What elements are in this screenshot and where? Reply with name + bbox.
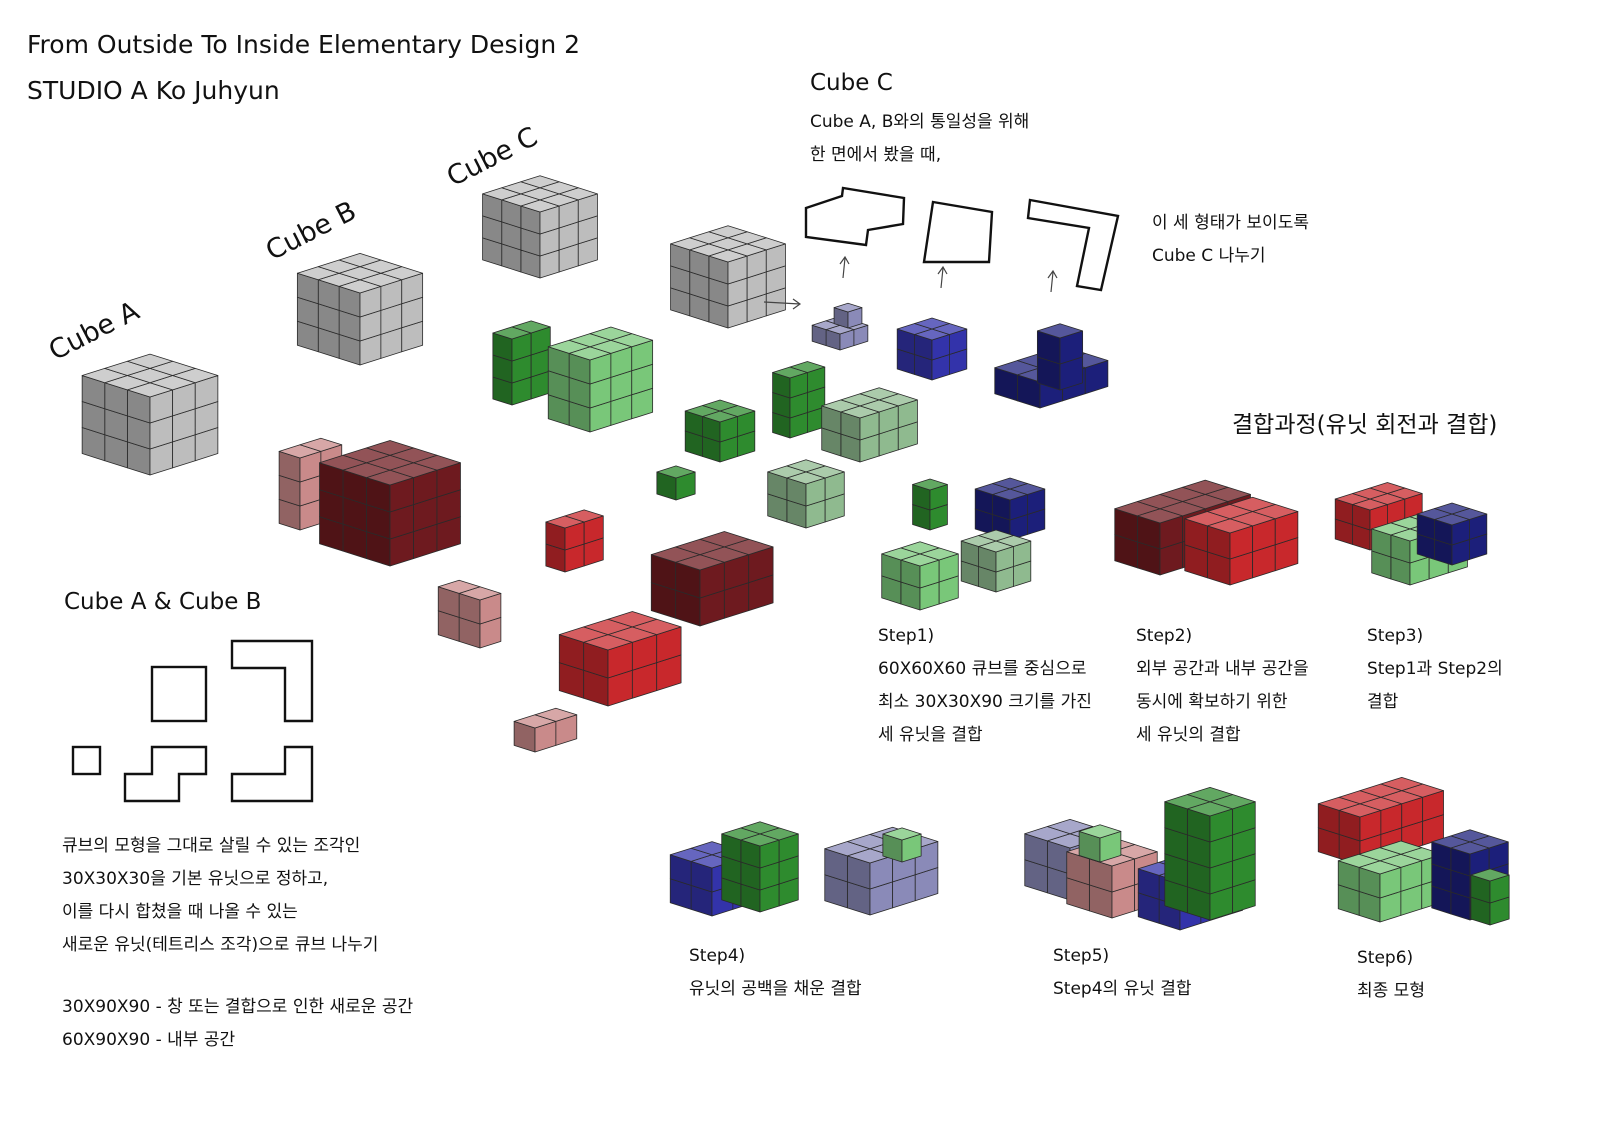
step3-red-cell <box>1369 482 1406 494</box>
step5-line1: Step4의 유닛 결합 <box>1053 979 1192 999</box>
arrow-up-1 <box>839 255 850 279</box>
cube-c-heading: Cube C <box>810 70 893 96</box>
red-main-cell <box>607 611 658 628</box>
cube-c-hollow-cell <box>708 225 748 239</box>
step6-green-cell <box>1379 840 1423 855</box>
step1-line3: 세 유닛을 결합 <box>878 725 983 745</box>
cube-ab-profile-square <box>150 665 208 723</box>
green-f-cell <box>859 387 899 401</box>
cube-ab-dim-line1: 30X90X90 - 창 또는 결합으로 인한 새로운 공간 <box>62 997 414 1017</box>
cube-ab-desc-line3: 이를 다시 합쳤을 때 나올 수 있는 <box>62 902 298 922</box>
cube-ab-profile-small-square <box>71 745 102 776</box>
isometric-blocks <box>81 175 1510 931</box>
red-dark-2-cell <box>699 531 750 548</box>
step5-green-top-cell <box>1078 824 1122 839</box>
step2-line1: 외부 공간과 내부 공간을 <box>1136 659 1309 679</box>
arrow-up-2 <box>937 265 948 289</box>
step1-line1: 60X60X60 큐브를 중심으로 <box>878 659 1087 679</box>
red-small-cell <box>534 707 578 722</box>
step3-line2: 결합 <box>1367 692 1399 712</box>
step5-lavender-cell <box>1046 819 1094 835</box>
cube-ab-desc-line2: 30X30X30을 기본 유닛으로 정하고, <box>62 869 329 889</box>
step2-red-cell <box>1229 496 1276 512</box>
cube-a-cell <box>126 353 174 369</box>
step6-red-cell <box>1380 777 1424 791</box>
green-e-cell <box>789 361 826 373</box>
cube-c-cell <box>520 175 560 189</box>
cube-ab-desc-line4: 새로운 유닛(테트리스 조각)으로 큐브 나누기 <box>62 935 379 955</box>
red-l-cell <box>564 509 604 523</box>
step1-green-l-cell <box>900 541 940 555</box>
step6-green-2-cell <box>1470 868 1510 882</box>
step6-label: Step6) <box>1357 948 1414 968</box>
step2-dark-cell <box>1182 479 1229 495</box>
step6-navy-cell <box>1450 829 1490 843</box>
step2-line2: 동시에 확보하기 위한 <box>1136 692 1288 712</box>
step3-navy-cell <box>1434 502 1470 515</box>
studio-author: STUDIO A Ko Juhyun <box>27 76 280 105</box>
cube-c-note-line2: 한 면에서 봤을 때, <box>810 145 942 165</box>
project-title: From Outside To Inside Elementary Design… <box>27 30 581 59</box>
cube-ab-profile-corner-shape <box>230 745 314 803</box>
step1-navy-cell <box>992 477 1028 490</box>
step1-green-col-cell <box>912 478 948 491</box>
arrow-right <box>763 298 802 310</box>
red-pink-cell <box>299 437 343 452</box>
step5-green-tall-cell <box>1186 787 1234 803</box>
step6-line1: 최종 모형 <box>1357 981 1425 1001</box>
direction-arrows <box>763 255 1058 310</box>
step4-green-cell <box>740 821 780 835</box>
step4-line1: 유닛의 공백을 채운 결합 <box>689 979 862 999</box>
cube-ab-heading: Cube A & Cube B <box>64 589 262 615</box>
step1-sage-cell <box>978 529 1014 542</box>
cube-c-side-line2: Cube C 나누기 <box>1152 246 1266 266</box>
step3-label: Step3) <box>1367 626 1424 646</box>
step4-green-top-cell <box>882 827 922 841</box>
arrow-up-3 <box>1047 269 1058 293</box>
step1-label: Step1) <box>878 626 935 646</box>
cube-b-cell <box>338 252 382 268</box>
cube-c-profile-s-shape <box>804 186 906 247</box>
step2-label: Step2) <box>1136 626 1193 646</box>
step3-line1: Step1과 Step2의 <box>1367 659 1503 679</box>
piece-lavender-top-cell <box>833 302 863 313</box>
step4-label: Step4) <box>689 946 746 966</box>
piece-navy-col-cell <box>1036 323 1084 339</box>
green-d-cell <box>656 465 696 479</box>
step2-line3: 세 유닛의 결합 <box>1136 725 1241 745</box>
cube-c-profile-square <box>922 200 994 264</box>
cube-ab-desc-line1: 큐브의 모형을 그대로 살릴 수 있는 조각인 <box>62 836 361 856</box>
step1-line2: 최소 30X30X90 크기를 가진 <box>878 692 1092 712</box>
green-b-cell <box>589 326 633 341</box>
green-c-cell <box>702 399 738 412</box>
cube-c-note-line1: Cube A, B와의 통일성을 위해 <box>810 112 1030 132</box>
green-a-cell <box>511 320 551 334</box>
cube-ab-profile-l-shape <box>230 639 314 723</box>
red-pink-2-cell <box>437 579 481 594</box>
cube-c-profile-l-shape <box>1026 198 1120 292</box>
cube-ab-profile-s-shape <box>123 745 208 803</box>
piece-blue-cell <box>914 317 950 330</box>
red-dark-cell <box>366 440 414 456</box>
cube-c-side-line1: 이 세 형태가 보이도록 <box>1152 213 1309 233</box>
combination-heading: 결합과정(유닛 회전과 결합) <box>1232 412 1498 438</box>
step5-label: Step5) <box>1053 946 1110 966</box>
cube-ab-dim-line2: 60X90X90 - 내부 공간 <box>62 1030 236 1050</box>
profile-outlines <box>71 186 1120 803</box>
green-g-cell <box>786 459 826 473</box>
